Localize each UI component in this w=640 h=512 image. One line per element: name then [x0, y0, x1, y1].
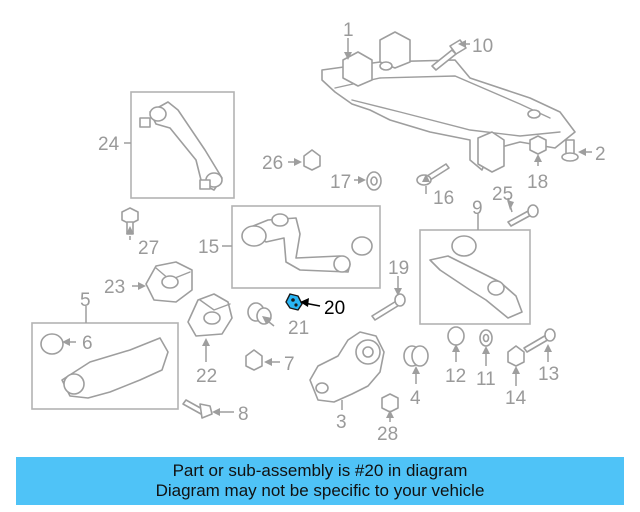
- part-26-nut: [303, 149, 321, 171]
- part-8-bolt: [182, 399, 213, 419]
- part-4-bushing: [403, 345, 429, 367]
- part-3-knuckle: [309, 331, 385, 403]
- part-5-trailing-arm: [40, 333, 169, 399]
- info-banner: Part or sub-assembly is #20 in diagram D…: [16, 457, 624, 505]
- arrow-pointers: [62, 40, 586, 418]
- callout-20-highlighted: 20: [324, 298, 345, 319]
- callout-6: 6: [82, 333, 93, 354]
- parts-diagram: 1 10 24 26 17 2 18 16 25 9 27 15 19 23 5…: [31, 20, 606, 445]
- part-19-bolt: [371, 293, 406, 321]
- part-13-bolt: [523, 328, 556, 353]
- callout-11: 11: [476, 369, 496, 390]
- callout-9: 9: [472, 198, 483, 219]
- callout-27: 27: [138, 238, 159, 259]
- part-14-nut: [507, 345, 525, 367]
- part-9-lower-arm: [429, 235, 523, 319]
- part-15-upper-arm: [241, 213, 373, 273]
- callout-8: 8: [238, 404, 249, 425]
- callout-3: 3: [336, 412, 347, 433]
- part-25-bolt: [507, 204, 539, 227]
- callout-13: 13: [538, 364, 559, 385]
- banner-line-part: Part or sub-assembly is #20 in diagram: [172, 461, 468, 480]
- callout-18: 18: [527, 172, 548, 193]
- callout-17: 17: [330, 172, 351, 193]
- part-17-washer: [366, 171, 382, 191]
- part-23-mount: [145, 261, 193, 303]
- callout-14: 14: [505, 388, 527, 409]
- callout-19: 19: [388, 258, 409, 279]
- part-5-box: [31, 322, 179, 410]
- part-21-bushing: [247, 302, 272, 325]
- callout-25: 25: [492, 184, 513, 205]
- callout-21: 21: [288, 318, 309, 339]
- part-24-box: [130, 91, 235, 199]
- banner-line-disclaimer: Diagram may not be specific to your vehi…: [155, 481, 485, 500]
- part-2-bolt: [561, 139, 579, 162]
- callout-12: 12: [445, 366, 466, 387]
- part-22-mount: [187, 293, 233, 337]
- callout-22: 22: [196, 366, 217, 387]
- callout-2: 2: [595, 144, 606, 165]
- part-28-nut: [381, 393, 399, 413]
- callout-4: 4: [410, 388, 421, 409]
- callout-16: 16: [433, 188, 454, 209]
- part-20-shape: [285, 293, 303, 311]
- part-18-nut: [529, 135, 547, 155]
- part-16-bolt: [416, 163, 450, 186]
- callout-10: 10: [472, 36, 493, 57]
- part-1-crossmember: [321, 31, 576, 173]
- part-20-bracket: [285, 293, 303, 311]
- part-7-nut: [245, 349, 263, 371]
- part-11-washer: [479, 329, 493, 347]
- part-15-box: [231, 205, 381, 289]
- callout-26: 26: [262, 153, 283, 174]
- callout-7: 7: [284, 354, 295, 375]
- callout-23: 23: [104, 277, 125, 298]
- part-12-bushing: [447, 326, 465, 346]
- callout-1: 1: [343, 20, 354, 41]
- arrow-20: [300, 298, 321, 307]
- callout-15: 15: [198, 237, 219, 258]
- part-9-box: [419, 229, 531, 325]
- part-24-lateral-link: [139, 101, 223, 191]
- callout-28: 28: [377, 424, 398, 445]
- callout-24: 24: [98, 134, 120, 155]
- callout-5: 5: [80, 290, 91, 311]
